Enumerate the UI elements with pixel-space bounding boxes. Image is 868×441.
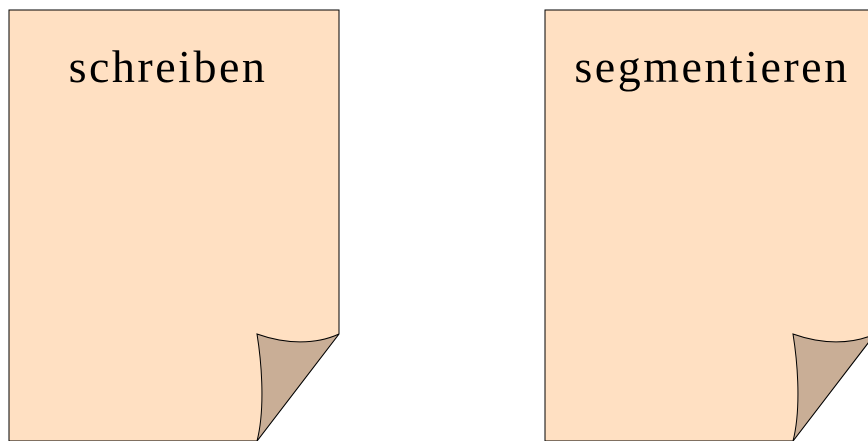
- page-curl: [256, 333, 340, 441]
- page-label: segmentieren: [574, 41, 849, 92]
- page-curl: [792, 333, 868, 441]
- page-schreiben: schreiben: [8, 9, 340, 441]
- page-segmentieren: segmentieren: [544, 9, 868, 441]
- page-label: schreiben: [69, 41, 268, 92]
